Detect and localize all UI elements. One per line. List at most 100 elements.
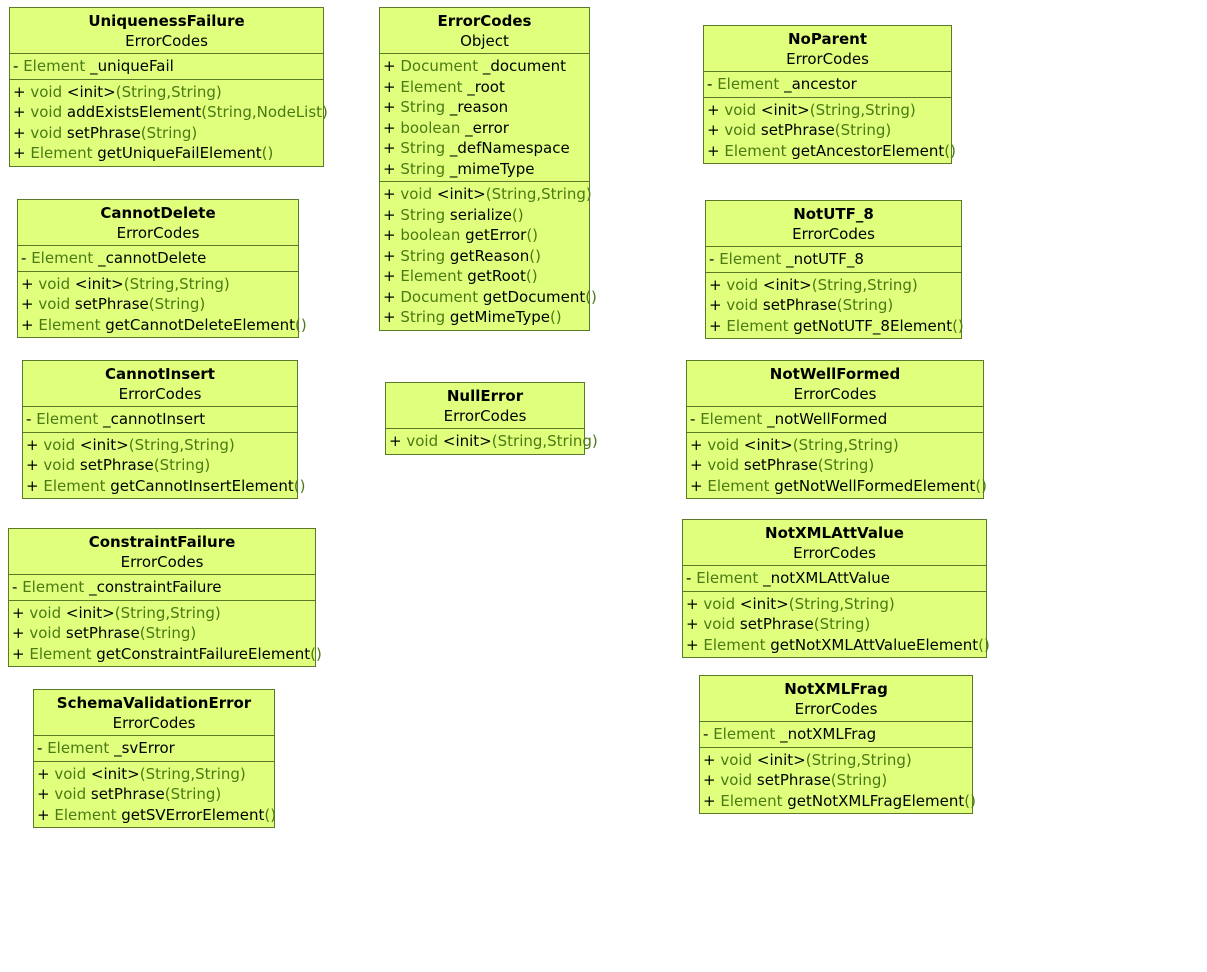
- class-parent: ErrorCodes: [792, 225, 875, 243]
- member-params: (): [526, 226, 539, 244]
- member-params: (String,String): [128, 435, 235, 454]
- member-name: _root: [467, 77, 505, 96]
- member-params: (String,String): [809, 100, 916, 119]
- member-name: getDocument: [482, 287, 586, 306]
- member-params: (): [295, 315, 307, 334]
- member-type: Element: [726, 316, 789, 335]
- member-type: Element: [31, 249, 94, 267]
- member-params: (): [952, 316, 964, 335]
- member-params: (): [978, 635, 990, 654]
- member-name: getCannotInsertElement: [110, 476, 294, 495]
- member-name: getError: [465, 226, 527, 244]
- member-name: setPhrase: [762, 296, 837, 314]
- class-method: + void setPhrase(String): [12, 623, 312, 644]
- class-method: + String serialize(): [383, 205, 586, 226]
- class-method: + Element getCannotInsertElement(): [26, 476, 305, 497]
- member-name: <init>: [762, 275, 812, 294]
- member-params: (String): [139, 624, 197, 642]
- member-type: void: [400, 185, 433, 203]
- member-name: getSVErrorElement: [121, 805, 265, 824]
- member-name: <init>: [90, 764, 140, 783]
- member-name: getConstraintFailureElement: [96, 644, 311, 663]
- member-type: Element: [707, 476, 770, 495]
- member-type: boolean: [400, 118, 461, 137]
- member-params: (): [511, 205, 524, 224]
- class-method: + Element getNotXMLFragElement(): [703, 791, 976, 812]
- visibility-marker: +: [13, 103, 26, 121]
- class-method: + void <init>(String,String): [26, 435, 294, 456]
- visibility-marker: +: [383, 205, 396, 224]
- member-type: void: [726, 275, 759, 294]
- visibility-marker: -: [13, 57, 19, 75]
- member-type: boolean: [400, 226, 461, 244]
- visibility-marker: +: [709, 316, 722, 335]
- member-name: getRoot: [467, 267, 526, 285]
- member-params: (String,String): [811, 275, 918, 294]
- member-type: void: [43, 435, 76, 454]
- visibility-marker: +: [707, 121, 720, 139]
- member-type: String: [400, 139, 446, 157]
- member-type: void: [43, 456, 76, 474]
- member-name: setPhrase: [756, 771, 831, 789]
- methods-section: + void <init>(String,String)+ String ser…: [380, 181, 597, 330]
- member-name: setPhrase: [66, 123, 141, 142]
- class-name: NullError: [446, 387, 524, 405]
- visibility-marker: +: [383, 57, 396, 75]
- class-name: NotXMLAttValue: [765, 524, 904, 542]
- class-method: + void addExistsElement(String,NodeList): [13, 102, 328, 123]
- methods-section: + void <init>(String,String)+ void setPh…: [700, 746, 976, 814]
- class-method: + Element getRoot(): [383, 266, 586, 287]
- member-name: <init>: [79, 435, 129, 454]
- member-params: (String): [148, 295, 206, 313]
- member-type: Element: [696, 569, 759, 587]
- class-parent: ErrorCodes: [116, 224, 200, 242]
- member-name: setPhrase: [90, 785, 165, 803]
- member-type: Element: [23, 57, 86, 75]
- member-name: getNotXMLFragElement: [787, 791, 965, 810]
- member-name: _notUTF_8: [786, 250, 864, 268]
- member-params: (String,String): [485, 185, 592, 203]
- member-params: (String,String): [805, 750, 912, 769]
- class-method: + void <init>(String,String): [709, 275, 958, 296]
- visibility-marker: +: [383, 118, 396, 137]
- member-type: void: [29, 624, 62, 642]
- methods-section: + void <init>(String,String)+ void setPh…: [687, 431, 987, 499]
- class-attribute: - Element _notXMLAttValue: [686, 568, 983, 589]
- member-type: Element: [719, 250, 782, 268]
- visibility-marker: +: [383, 246, 396, 265]
- class-method: + void setPhrase(String): [21, 294, 295, 315]
- member-params: (): [525, 267, 538, 285]
- class-method: + Element getCannotDeleteElement(): [21, 315, 307, 336]
- class-method: + void <init>(String,String): [707, 100, 948, 121]
- class-name: CannotInsert: [105, 365, 215, 383]
- member-type: void: [703, 594, 736, 613]
- class-name: NotUTF_8: [793, 205, 874, 223]
- visibility-marker: +: [703, 771, 716, 789]
- class-attribute: - Element _ancestor: [707, 74, 948, 95]
- class-parent: ErrorCodes: [793, 385, 877, 403]
- member-name: _document: [482, 57, 567, 75]
- member-params: (): [264, 805, 277, 824]
- class-parent: ErrorCodes: [120, 553, 204, 571]
- member-name: <init>: [66, 82, 116, 101]
- visibility-marker: +: [690, 435, 703, 454]
- member-type: Element: [400, 77, 463, 96]
- visibility-marker: +: [13, 82, 26, 101]
- visibility-marker: +: [383, 77, 396, 96]
- member-name: getReason: [449, 246, 530, 265]
- member-type: Element: [22, 578, 85, 596]
- member-name: <init>: [74, 274, 124, 293]
- member-type: Element: [400, 267, 463, 285]
- class-parent: ErrorCodes: [443, 407, 527, 425]
- member-params: (): [585, 287, 597, 306]
